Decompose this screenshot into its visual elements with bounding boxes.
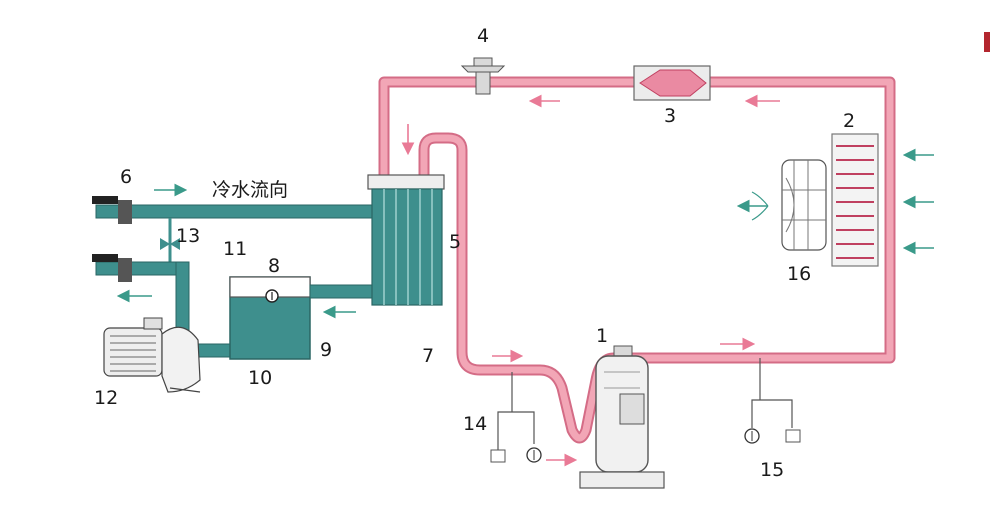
refrigerant-flow-arrows <box>401 94 780 467</box>
return-valve-handle <box>92 254 118 262</box>
label-filter-drier: 3 <box>664 105 676 127</box>
label-water-pump: 12 <box>94 387 118 409</box>
label-evaporator: 5 <box>449 231 461 253</box>
water-flow-arrows <box>116 148 934 319</box>
water-pump <box>103 317 201 393</box>
return-valve-body <box>118 258 132 282</box>
label-condenser-fan: 16 <box>787 263 811 285</box>
edge-mark <box>984 32 990 52</box>
bypass-valve <box>160 238 180 250</box>
label-chilled-water-outlet: 6 <box>120 166 132 188</box>
label-low-pressure-switch: 14 <box>463 413 487 435</box>
outlet-valve-handle <box>92 196 118 204</box>
compressor <box>579 345 665 489</box>
condenser-fan <box>781 159 827 251</box>
label-water-tank: 10 <box>248 367 272 389</box>
evaporator <box>367 174 445 306</box>
label-11: 11 <box>223 238 247 260</box>
label-bypass-valve: 13 <box>176 225 200 247</box>
low-pressure-switch <box>490 372 542 463</box>
label-expansion-valve: 4 <box>477 25 489 47</box>
high-pressure-switch <box>744 358 801 444</box>
outlet-valve-body <box>118 200 132 224</box>
label-tank-gauge: 8 <box>268 255 280 277</box>
water-flow-label: 冷水流向 <box>212 179 288 201</box>
label-high-pressure-switch: 15 <box>760 459 784 481</box>
condenser <box>831 133 879 267</box>
label-condenser: 2 <box>843 110 855 132</box>
filter-drier <box>633 65 711 101</box>
water-pipe-return-top <box>95 261 187 276</box>
label-9: 9 <box>320 339 332 361</box>
water-pipe-tank-evap <box>309 284 379 299</box>
label-7: 7 <box>422 345 434 367</box>
expansion-valve <box>460 57 506 95</box>
water-pipe-outlet <box>95 204 377 219</box>
label-compressor: 1 <box>596 325 608 347</box>
